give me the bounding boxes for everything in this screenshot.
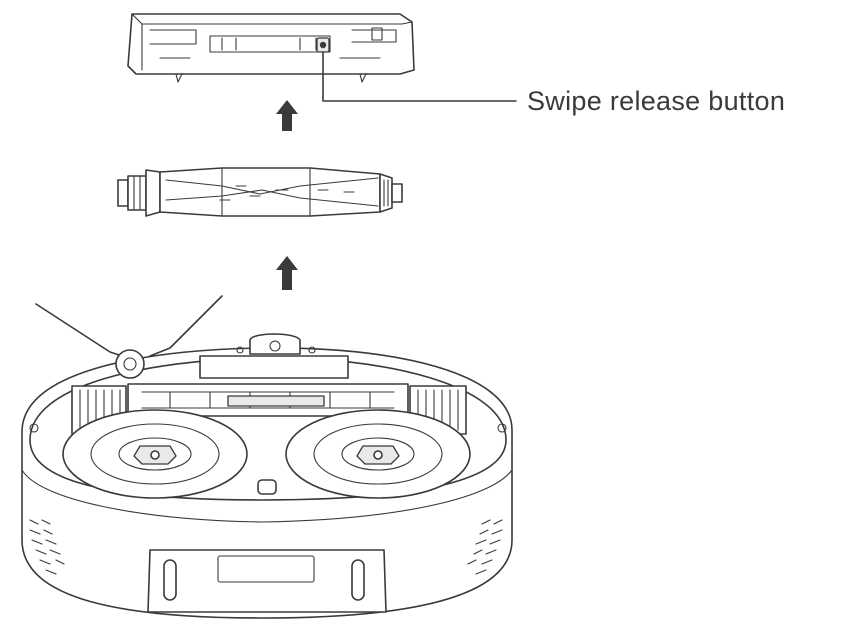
callout-leader-line bbox=[322, 51, 517, 102]
swipe-release-button bbox=[316, 37, 330, 53]
roller-brush bbox=[117, 167, 403, 217]
up-arrow-icon bbox=[276, 100, 298, 131]
mop-pad-left bbox=[62, 409, 248, 499]
swipe-release-button-label: Swipe release button bbox=[527, 86, 786, 116]
up-arrow-icon bbox=[276, 256, 298, 290]
mop-pad-right bbox=[285, 409, 471, 499]
robot-vacuum-underside bbox=[21, 295, 513, 619]
brush-cover bbox=[127, 13, 415, 83]
